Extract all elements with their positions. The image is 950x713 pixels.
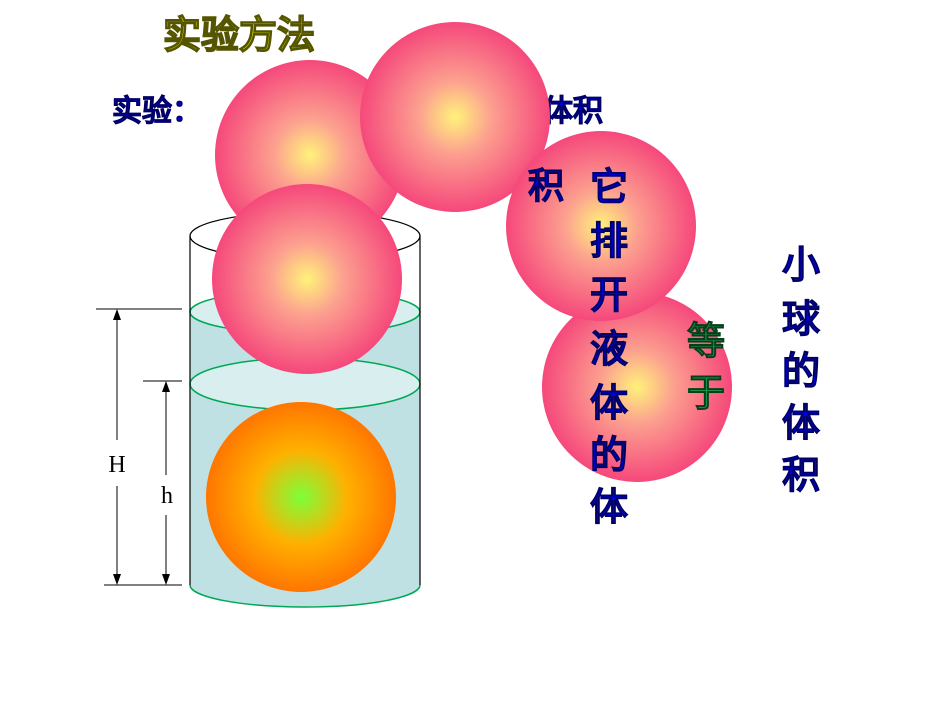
column-equals: 等 于	[687, 319, 726, 416]
ball-in-beaker	[212, 184, 402, 374]
column-displaced-volume: 它 排 开 液 体 的 体	[590, 165, 629, 530]
column-char: 于	[687, 371, 725, 415]
column-char: 开	[590, 273, 628, 317]
column-char: 体	[782, 401, 820, 445]
char-ji: 积	[528, 166, 564, 207]
column-char: 等	[687, 319, 725, 363]
column-char: 球	[782, 297, 821, 341]
column-char: 排	[590, 219, 628, 263]
ball-right-upper	[506, 131, 696, 321]
h-arrow-head-down	[162, 574, 170, 585]
ball-top-middle	[360, 22, 550, 212]
column-char: 体	[590, 485, 628, 529]
H-arrow-head-up	[113, 309, 121, 320]
experiment-label: 实验：	[112, 94, 202, 129]
column-char: 小	[782, 243, 820, 287]
height-markers	[96, 308, 182, 586]
column-ball-volume: 小 球 的 体 积	[782, 243, 822, 498]
H-arrow-head-down	[113, 574, 121, 585]
volume-text: 体积	[543, 94, 603, 129]
column-char: 的	[782, 349, 820, 393]
column-char: 的	[590, 433, 628, 477]
column-char: 积	[782, 453, 820, 497]
column-char: 液	[590, 327, 628, 371]
label-H: H	[108, 452, 125, 478]
beaker-bottom-edge	[189, 584, 421, 608]
column-char: 它	[590, 165, 628, 209]
submerged-ball	[206, 402, 396, 592]
slide-title: 实验方法	[163, 13, 315, 57]
ball-right-lower	[542, 292, 732, 482]
label-h: h	[161, 483, 173, 509]
h-arrow-head-up	[162, 381, 170, 392]
column-char: 体	[590, 381, 628, 425]
